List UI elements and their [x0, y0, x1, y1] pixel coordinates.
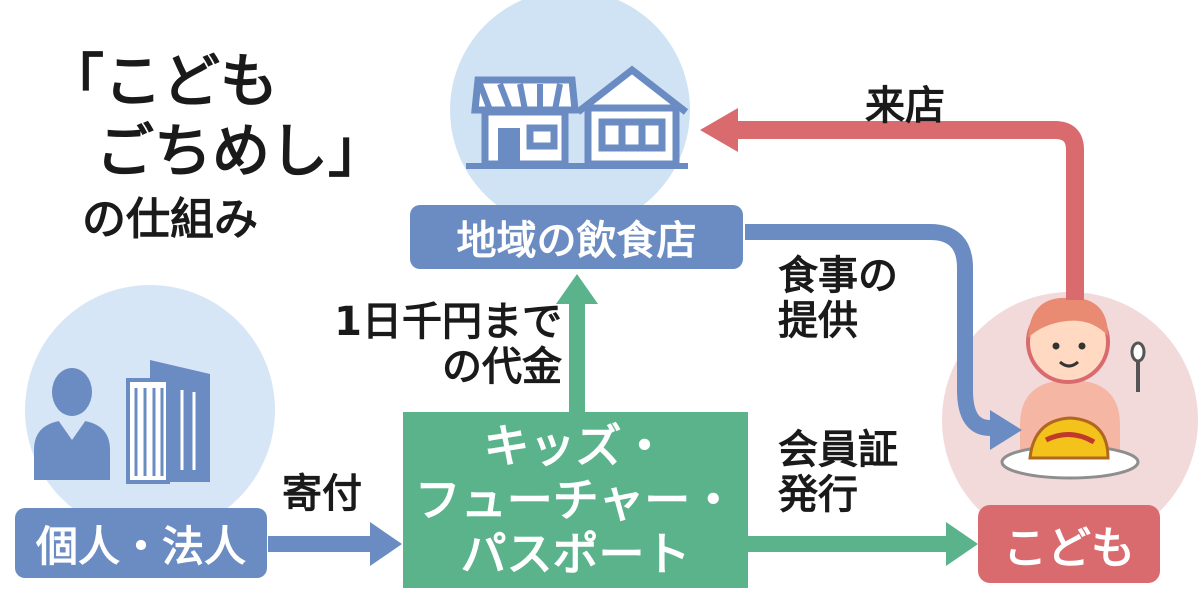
- membership-arrow-line: [748, 536, 948, 552]
- payment-label-line-2: の代金: [442, 343, 562, 390]
- passport-label-line-1: キッズ・: [483, 418, 668, 473]
- donor-label: 個人・法人: [35, 521, 246, 571]
- donation-arrow-line: [268, 536, 373, 552]
- meal-arrow-line: [745, 224, 991, 436]
- donation-arrow-head: [370, 522, 402, 566]
- membership-label: 会員証 発行: [778, 428, 898, 518]
- meal-label: 食事の 提供: [778, 254, 898, 344]
- restaurant-node: 地域の飲食店: [410, 205, 743, 269]
- child-illustration: [1000, 297, 1146, 480]
- payment-label: 1日千円まで の代金: [300, 300, 562, 390]
- donor-node: 個人・法人: [15, 508, 267, 578]
- membership-label-line-1: 会員証: [778, 427, 898, 473]
- visit-label: 来店: [865, 83, 945, 129]
- visit-arrow-head: [700, 108, 738, 152]
- payment-arrow-head: [556, 274, 598, 304]
- meal-label-line-1: 食事の: [778, 253, 898, 299]
- shop-icon: [471, 76, 579, 168]
- title-line-1: 「こども: [46, 47, 279, 115]
- donation-label: 寄付: [282, 471, 362, 517]
- membership-arrow-head: [946, 522, 978, 566]
- payment-label-line-1: 1日千円まで: [334, 299, 562, 345]
- title-line-2: ごちめし」: [96, 117, 387, 185]
- restaurant-label: 地域の飲食店: [456, 218, 697, 264]
- passport-node: キッズ・ フューチャー・ パスポート: [403, 412, 748, 588]
- passport-label-line-3: パスポート: [460, 527, 691, 582]
- building-icon: [126, 360, 210, 484]
- child-label: こども: [1003, 523, 1135, 574]
- child-node: こども: [978, 505, 1160, 583]
- meal-arrow-head: [990, 410, 1022, 450]
- title-line-3: の仕組み: [82, 194, 258, 245]
- membership-label-line-2: 発行: [778, 471, 858, 518]
- meal-label-line-2: 提供: [778, 297, 858, 344]
- restaurant-circle: [450, 0, 690, 230]
- payment-arrow-line: [569, 295, 585, 413]
- passport-label-line-2: フューチャー・: [414, 472, 737, 527]
- visit-arrow-line: [730, 121, 1084, 300]
- person-icon: [34, 368, 110, 480]
